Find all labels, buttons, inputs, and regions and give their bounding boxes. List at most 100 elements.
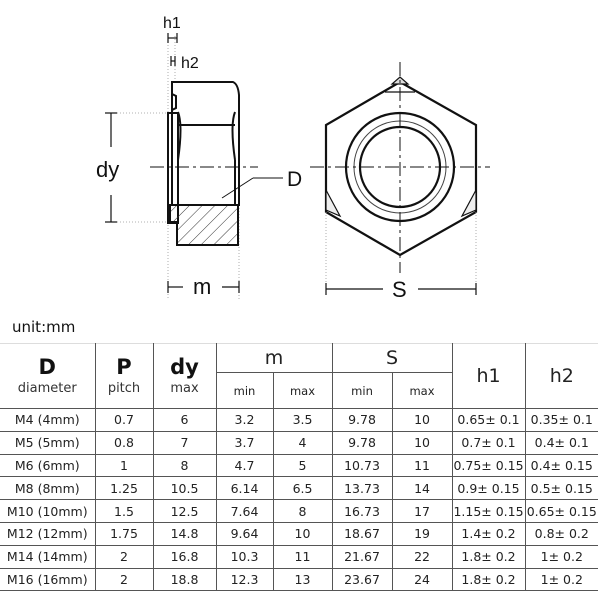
cell-s-max: 10 <box>391 408 453 432</box>
cell-dy: 6 <box>152 408 217 432</box>
m-label: m <box>193 274 211 299</box>
cell-m-min: 9.64 <box>215 521 274 546</box>
header-m-max: max <box>272 372 333 409</box>
cell-s-min: 23.67 <box>331 567 393 592</box>
cell-m-max: 4 <box>272 430 333 455</box>
h2-dimension <box>170 56 176 66</box>
cell-D: M12 (12mm) <box>0 521 96 546</box>
cell-P: 1.5 <box>94 499 154 523</box>
cell-dy: 18.8 <box>152 567 217 592</box>
cell-h2: 1± 0.2 <box>524 544 599 569</box>
cell-D: M4 (4mm) <box>0 408 96 432</box>
dy-dimension <box>105 112 168 223</box>
cell-h2: 0.5± 0.15 <box>524 476 599 501</box>
cell-m-max: 13 <box>272 567 333 592</box>
cell-s-min: 9.78 <box>331 430 393 455</box>
h1-label: h1 <box>163 15 181 32</box>
cell-h1: 1.4± 0.2 <box>451 521 526 546</box>
cell-h1: 0.7± 0.1 <box>451 430 526 455</box>
cell-h2: 0.65± 0.15 <box>524 499 599 523</box>
cell-h1: 0.9± 0.15 <box>451 476 526 501</box>
cell-dy: 16.8 <box>152 544 217 569</box>
header-dy: dy max <box>152 343 217 409</box>
cell-s-max: 19 <box>391 521 453 546</box>
cell-D: M10 (10mm) <box>0 499 96 523</box>
cell-m-min: 10.3 <box>215 544 274 569</box>
header-S-max: max <box>391 372 453 409</box>
cell-h2: 0.35± 0.1 <box>524 408 599 432</box>
cell-h1: 1.8± 0.2 <box>451 544 526 569</box>
weld-nut-technical-drawing: h1 h2 dy D m S <box>96 15 490 302</box>
cell-m-max: 3.5 <box>272 408 333 432</box>
weld-nut-spec-table: D diameter P pitch dy max m S h1 h2 min … <box>0 343 599 592</box>
cell-P: 1 <box>94 453 154 478</box>
m-dimension <box>167 281 240 293</box>
cell-h1: 0.75± 0.15 <box>451 453 526 478</box>
cell-m-min: 3.7 <box>215 430 274 455</box>
cell-D: M14 (14mm) <box>0 544 96 569</box>
cell-P: 1.25 <box>94 476 154 501</box>
side-view <box>150 33 283 300</box>
cell-h2: 1± 0.2 <box>524 567 599 592</box>
header-m: m <box>215 343 333 373</box>
cell-dy: 10.5 <box>152 476 217 501</box>
dy-label: dy <box>96 157 119 182</box>
cell-m-max: 11 <box>272 544 333 569</box>
cell-m-max: 10 <box>272 521 333 546</box>
header-row-1: D diameter P pitch dy max m S h1 h2 <box>0 343 599 409</box>
cell-s-max: 10 <box>391 430 453 455</box>
header-h2: h2 <box>524 343 599 409</box>
cell-m-max: 8 <box>272 499 333 523</box>
cell-s-min: 10.73 <box>331 453 393 478</box>
cell-D: M5 (5mm) <box>0 430 96 455</box>
header-P: P pitch <box>94 343 154 409</box>
S-label: S <box>392 277 407 302</box>
cell-m-min: 7.64 <box>215 499 274 523</box>
cell-s-max: 17 <box>391 499 453 523</box>
cell-h2: 0.8± 0.2 <box>524 521 599 546</box>
cell-dy: 8 <box>152 453 217 478</box>
unit-label: unit:mm <box>12 318 76 336</box>
cell-P: 2 <box>94 544 154 569</box>
cell-D: M8 (8mm) <box>0 476 96 501</box>
cell-h1: 1.8± 0.2 <box>451 567 526 592</box>
cell-m-min: 3.2 <box>215 408 274 432</box>
cell-m-max: 6.5 <box>272 476 333 501</box>
cell-h1: 1.15± 0.15 <box>451 499 526 523</box>
cell-dy: 7 <box>152 430 217 455</box>
cell-s-max: 22 <box>391 544 453 569</box>
cell-h2: 0.4± 0.1 <box>524 430 599 455</box>
cell-P: 0.7 <box>94 408 154 432</box>
cell-h2: 0.4± 0.15 <box>524 453 599 478</box>
cell-s-max: 11 <box>391 453 453 478</box>
cell-dy: 14.8 <box>152 521 217 546</box>
cell-D: M16 (16mm) <box>0 567 96 592</box>
cell-D: M6 (6mm) <box>0 453 96 478</box>
cell-s-max: 14 <box>391 476 453 501</box>
header-h1: h1 <box>451 343 526 409</box>
cell-m-min: 6.14 <box>215 476 274 501</box>
header-S: S <box>331 343 453 373</box>
header-D: D diameter <box>0 343 96 409</box>
header-row-2: min max min max <box>0 372 598 409</box>
h1-dimension <box>167 33 178 43</box>
cell-m-min: 12.3 <box>215 567 274 592</box>
cell-m-min: 4.7 <box>215 453 274 478</box>
front-view <box>310 62 490 273</box>
cell-m-max: 5 <box>272 453 333 478</box>
cell-s-max: 24 <box>391 567 453 592</box>
header-S-min: min <box>331 372 393 409</box>
cell-P: 0.8 <box>94 430 154 455</box>
cell-s-min: 13.73 <box>331 476 393 501</box>
cell-P: 2 <box>94 567 154 592</box>
cell-s-min: 21.67 <box>331 544 393 569</box>
cell-s-min: 9.78 <box>331 408 393 432</box>
s-dimension <box>325 212 477 295</box>
cell-s-min: 18.67 <box>331 521 393 546</box>
